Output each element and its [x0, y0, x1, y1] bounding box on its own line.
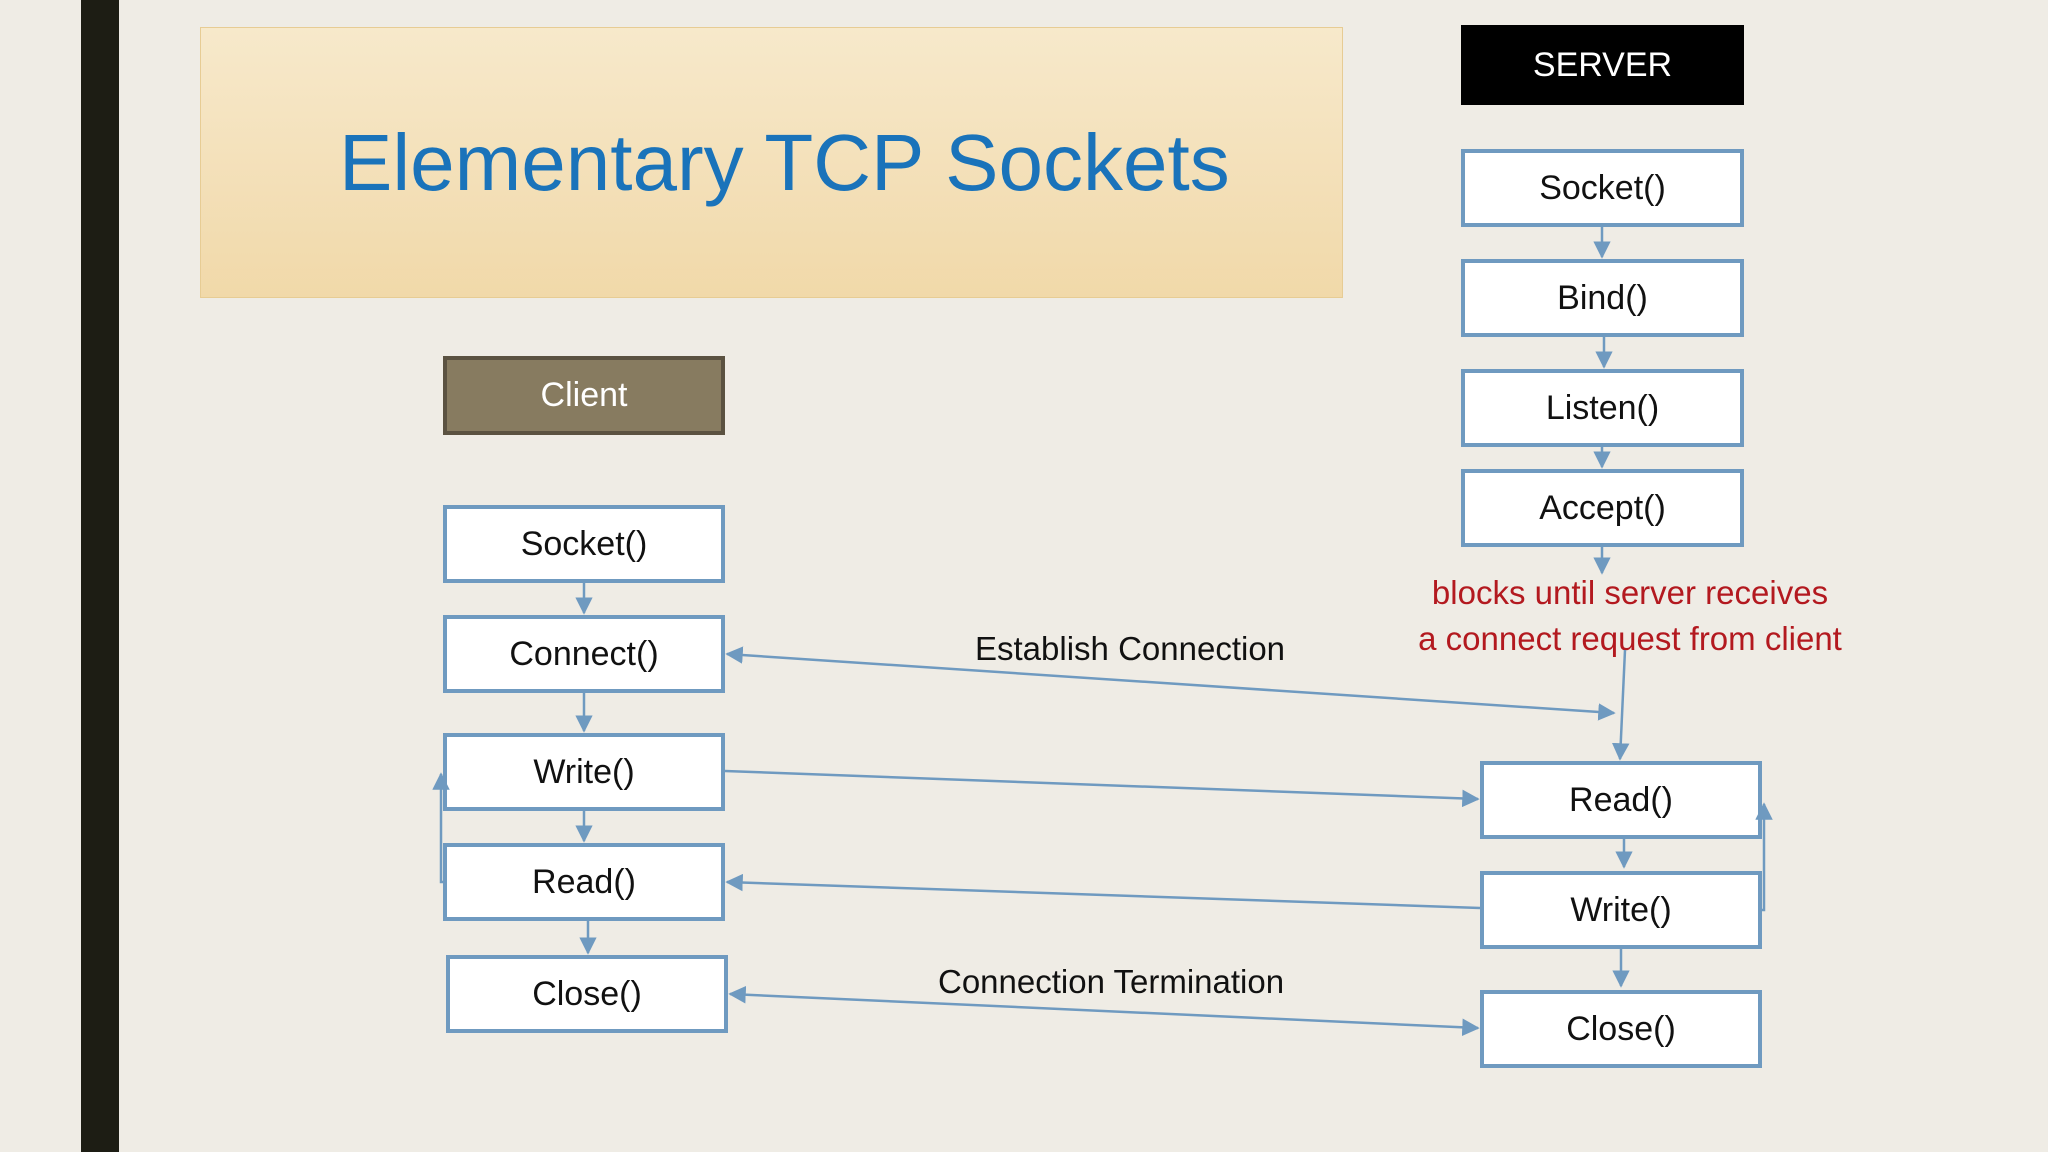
- client-close-box: Close(): [446, 955, 728, 1033]
- arrow-client-write-to-server-read: [724, 769, 1480, 808]
- blocking-note-line-1: blocks until server receives: [1431, 574, 1829, 611]
- title-panel: Elementary TCP Sockets: [200, 27, 1343, 298]
- slide-title: Elementary TCP Sockets: [339, 118, 1230, 207]
- server-bind-box: Bind(): [1461, 259, 1744, 337]
- arrow-server-loop: [1755, 802, 1773, 912]
- arrow-establish-connection: [725, 646, 1616, 721]
- arrow-client-loop: [432, 772, 450, 884]
- server-socket-box: Socket(): [1461, 149, 1744, 227]
- client-socket-box: Socket(): [443, 505, 725, 583]
- arrow-server-write-to-client-read: [725, 873, 1481, 910]
- server-accept-box: Accept(): [1461, 469, 1744, 547]
- left-accent-bar: [81, 0, 119, 1152]
- client-write-box: Write(): [443, 733, 725, 811]
- client-header: Client: [443, 356, 725, 435]
- client-read-box: Read(): [443, 843, 725, 921]
- server-listen-box: Listen(): [1461, 369, 1744, 447]
- server-header: SERVER: [1461, 25, 1744, 105]
- client-connect-box: Connect(): [443, 615, 725, 693]
- arrow-connection-termination: [728, 985, 1480, 1037]
- server-close-box: Close(): [1480, 990, 1762, 1068]
- arrow-note-to-server-read: [1611, 649, 1630, 761]
- server-read-box: Read(): [1480, 761, 1762, 839]
- server-write-box: Write(): [1480, 871, 1762, 949]
